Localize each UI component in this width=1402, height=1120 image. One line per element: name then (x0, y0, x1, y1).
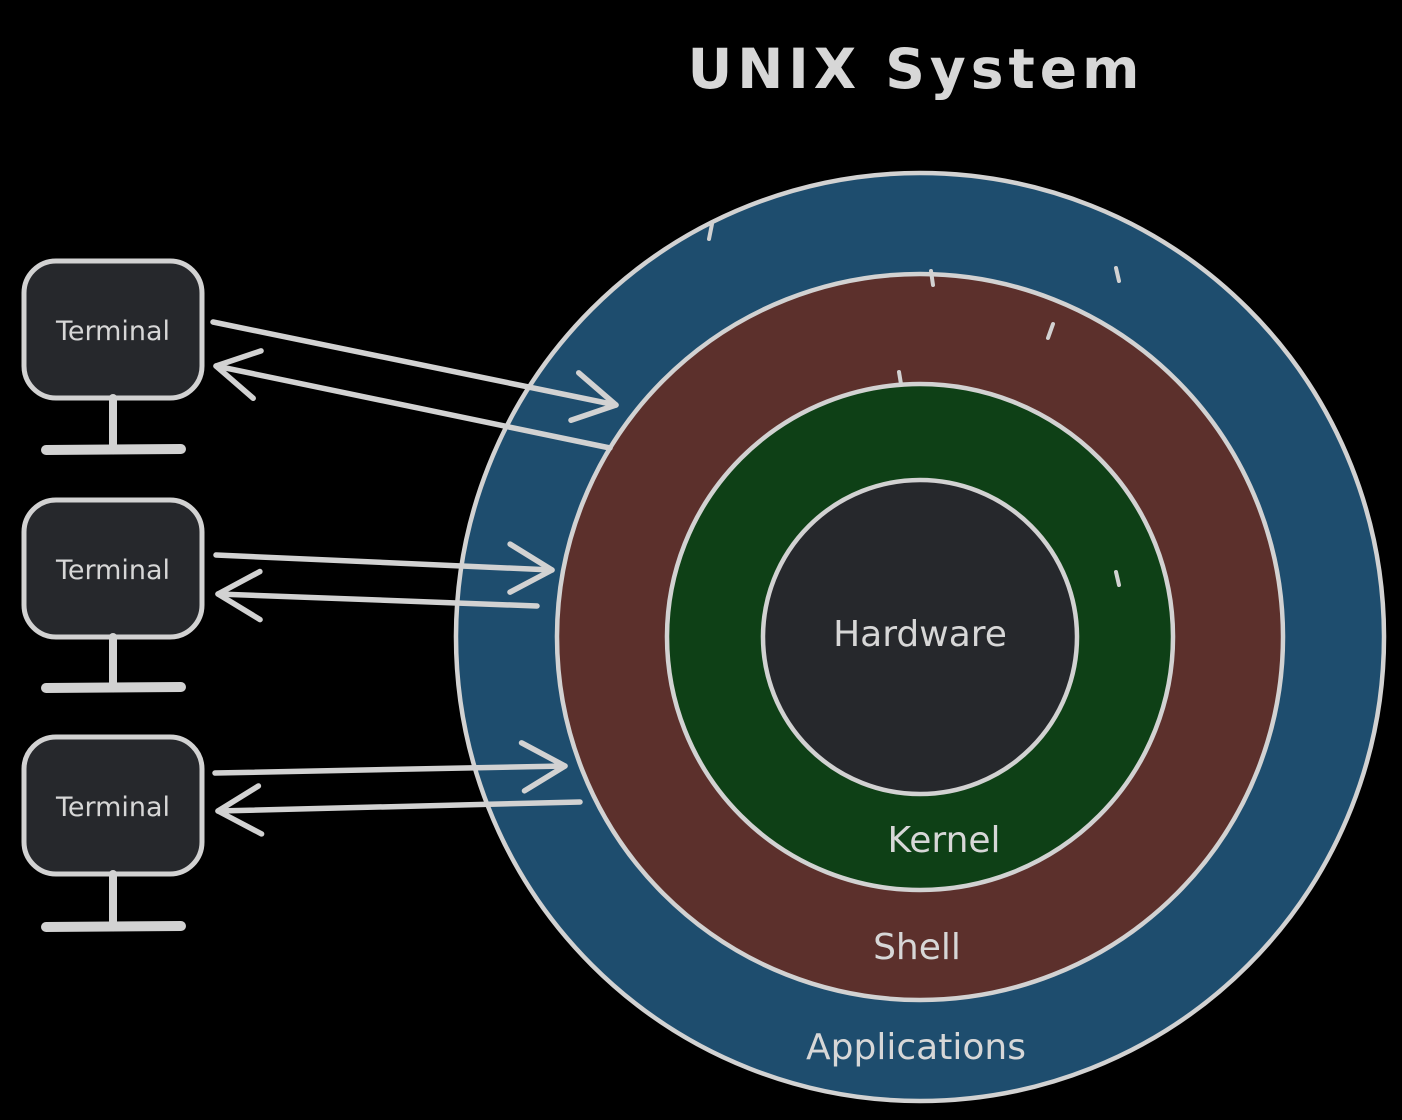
diagram-title: UNIX System (688, 37, 1145, 101)
arrow-system-to-terminal3 (215, 783, 583, 837)
applications-label: Applications (806, 1027, 1026, 1068)
sketch-tick (1114, 570, 1121, 587)
sketch-tick (707, 222, 714, 241)
terminal-label: Terminal (55, 316, 170, 347)
arrow-terminal1-to-system (210, 319, 619, 423)
terminal-label: Terminal (55, 792, 170, 823)
terminal-3: Terminal (21, 734, 205, 932)
connection-arrows (210, 319, 619, 837)
terminal-base (41, 444, 186, 455)
terminal-base (41, 921, 186, 932)
sketch-tick (1114, 266, 1121, 283)
terminal-base (41, 682, 186, 693)
sketch-tick (897, 370, 903, 386)
terminal-2: Terminal (21, 497, 205, 693)
arrow-terminal3-to-system (212, 740, 568, 794)
hardware-core (760, 477, 1080, 797)
hardware-label: Hardware (833, 614, 1007, 655)
sketch-tick (929, 269, 935, 287)
arrow-system-to-terminal2 (215, 568, 540, 623)
kernel-label: Kernel (887, 820, 1000, 861)
terminal-label: Terminal (55, 555, 170, 586)
arrow-terminal2-to-system (213, 541, 555, 595)
terminal-1: Terminal (21, 258, 205, 455)
sketch-tick (1046, 322, 1055, 340)
shell-label: Shell (873, 927, 961, 968)
arrow-system-to-terminal1 (213, 348, 613, 451)
system-rings: Hardware Kernel Shell Applications (453, 170, 1387, 1104)
